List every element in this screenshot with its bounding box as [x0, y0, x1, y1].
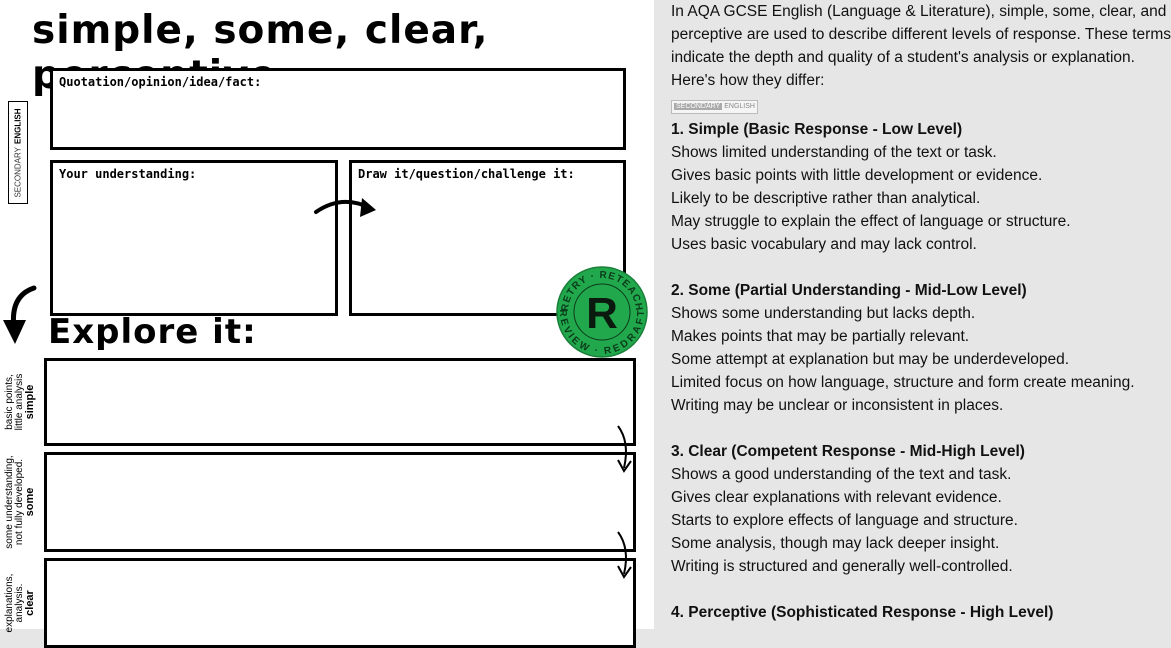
section-line: Gives clear explanations with relevant e…	[671, 489, 1002, 506]
section-heading: 3. Clear (Competent Response - Mid-High …	[671, 443, 1025, 460]
section-line: Uses basic vocabulary and may lack contr…	[671, 236, 977, 253]
section-line: Some attempt at explanation but may be u…	[671, 351, 1070, 368]
connector-arrow-icon	[617, 531, 632, 579]
explore-title: Explore it:	[48, 312, 257, 352]
section-line: Shows limited understanding of the text …	[671, 144, 997, 161]
brand-logo-vertical: SECONDARY ENGLISH	[8, 101, 28, 204]
level-name: some	[24, 487, 36, 517]
worksheet: simple, some, clear, perceptive SECONDAR…	[0, 0, 654, 648]
level-side-label: some understanding, not fully developed.…	[4, 452, 36, 552]
understanding-label: Your understanding:	[59, 167, 197, 181]
intro-paragraph: In AQA GCSE English (Language & Literatu…	[671, 0, 1171, 92]
retry-reteach-seal-icon: RETRY · RETEACH REVIEW · REDRAFT R	[556, 266, 648, 358]
section-heading: 1. Simple (Basic Response - Low Level)	[671, 121, 963, 138]
notes-sections: 1. Simple (Basic Response - Low Level) Sh…	[671, 118, 1135, 624]
section-line: Limited focus on how language, structure…	[671, 374, 1135, 391]
badge-bold-text: ENGLISH	[724, 103, 755, 110]
section-line: Shows a good understanding of the text a…	[671, 466, 1012, 483]
level-name: simple	[24, 384, 36, 420]
quotation-label: Quotation/opinion/idea/fact:	[59, 75, 262, 89]
brand-bold-text: ENGLISH	[13, 107, 23, 144]
curved-arrow-icon	[314, 198, 376, 217]
section-line: Starts to explore effects of language an…	[671, 512, 1018, 529]
section-line: Gives basic points with little developme…	[671, 167, 1043, 184]
section-line: May struggle to explain the effect of la…	[671, 213, 1071, 230]
understanding-box[interactable]: Your understanding:	[50, 160, 338, 316]
intro-line: indicate the depth and quality of a stud…	[671, 49, 1135, 66]
notes-panel: In AQA GCSE English (Language & Literatu…	[671, 0, 1171, 629]
level-side-label: basic points, little analysis simple	[4, 358, 36, 446]
badge-light-text: SECONDARY	[674, 103, 723, 110]
section-spacer	[671, 578, 963, 601]
section-spacer	[671, 417, 963, 440]
quotation-box[interactable]: Quotation/opinion/idea/fact:	[50, 68, 626, 150]
seal-letter: R	[586, 289, 618, 338]
brand-light-text: SECONDARY	[13, 146, 23, 198]
level-side-label: explanations, analysis. clear	[4, 568, 36, 638]
connector-arrow-icon	[617, 425, 632, 473]
draw-label: Draw it/question/challenge it:	[358, 167, 575, 181]
intro-line: Here's how they differ:	[671, 72, 825, 89]
level-box-simple[interactable]	[44, 358, 636, 446]
section-spacer	[671, 256, 963, 279]
intro-line: In AQA GCSE English (Language & Literatu…	[671, 3, 1167, 20]
section-line: Some analysis, though may lack deeper in…	[671, 535, 1000, 552]
section-line: Writing is structured and generally well…	[671, 558, 1013, 575]
intro-line: perceptive are used to describe differen…	[671, 26, 1171, 43]
section-heading: 2. Some (Partial Understanding - Mid-Low…	[671, 282, 1027, 299]
curved-down-arrow-icon	[3, 285, 37, 344]
section-line: Likely to be descriptive rather than ana…	[671, 190, 981, 207]
level-name: clear	[24, 590, 36, 616]
section-line: Shows some understanding but lacks depth…	[671, 305, 976, 322]
section-line: Writing may be unclear or inconsistent i…	[671, 397, 1004, 414]
section-line: Makes points that may be partially relev…	[671, 328, 970, 345]
section-heading: 4. Perceptive (Sophisticated Response - …	[671, 604, 1054, 621]
level-box-some[interactable]	[44, 452, 636, 552]
level-box-clear[interactable]	[44, 558, 636, 648]
